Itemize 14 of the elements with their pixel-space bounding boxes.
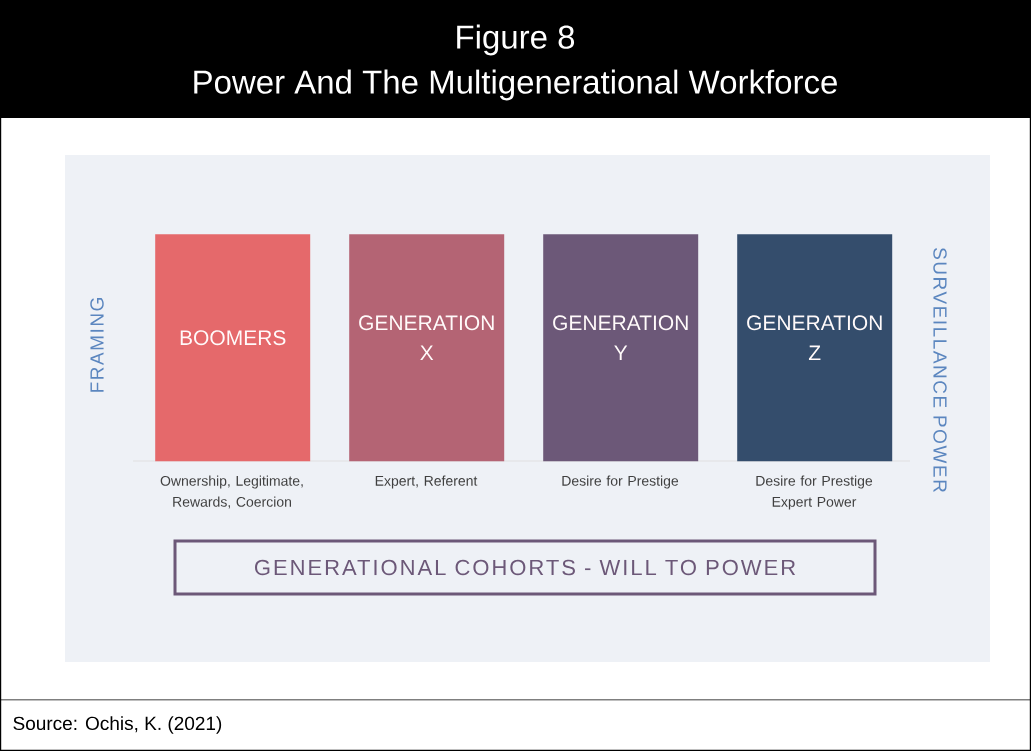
bar-caption: Expert, Referent [375,475,478,489]
source-note: Source: Ochis, K. (2021) [13,716,222,734]
side-label: SURVEILLANCE POWER [933,248,947,492]
bar-caption: Desire for Prestige Expert Power [756,475,873,510]
generation-bar: GENERATION Z [737,234,893,462]
subtitle: Power And The Multigenerational Workforce [194,69,837,101]
title: Figure 8 [457,24,575,56]
bar-caption: Ownership, Legitimate, Rewards, Coercion [160,475,303,509]
title-box: GENERATIONAL COHORTS - WILL TO POWER [173,539,877,596]
bar-caption: Desire for Prestige [562,475,679,489]
generation-bar: BOOMERS [155,234,311,462]
side-label: FRAMING [90,298,104,392]
generation-bar: GENERATION Y [543,234,699,462]
generation-bar: GENERATION X [349,234,505,462]
